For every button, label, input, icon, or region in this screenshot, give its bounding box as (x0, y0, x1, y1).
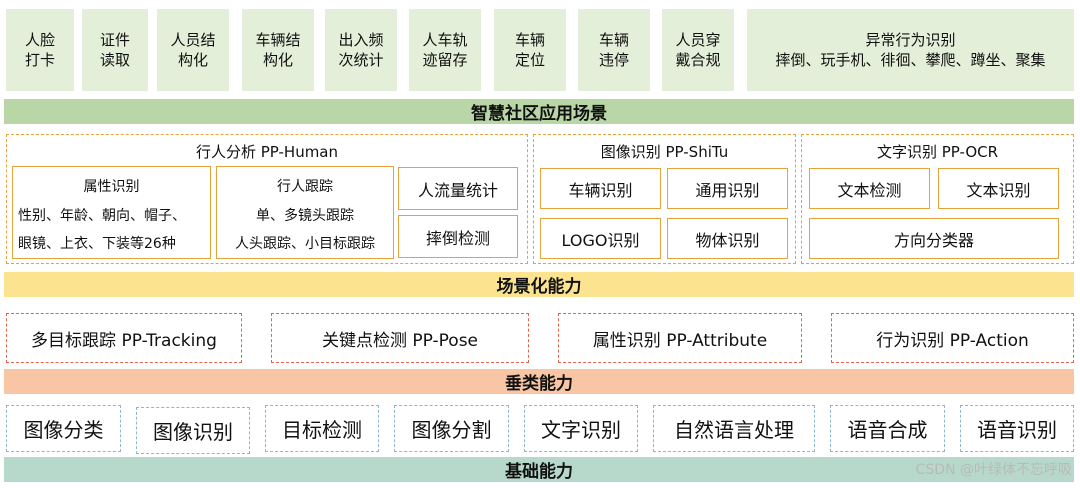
band-smart-community: 智慧社区应用场景 (4, 99, 1074, 124)
base-object-detection: 目标检测 (265, 405, 379, 452)
general-recog-box: 通用识别 (667, 168, 788, 209)
scenario-tile-trajectory: 人车轨 迹留存 (409, 9, 481, 91)
scenario-tile-entry-frequency: 出入频 次统计 (325, 9, 397, 91)
track-box (216, 166, 394, 259)
pp-attribute-box: 属性识别 PP-Attribute (558, 313, 802, 363)
pp-shitu-title: 图像识别 PP-ShiTu (600, 142, 729, 161)
object-recog-box: 物体识别 (667, 218, 788, 259)
track-title: 行人跟踪 (277, 179, 333, 195)
track-line-1: 单、多镜头跟踪 (256, 208, 354, 224)
vehicle-recog-box: 车辆识别 (540, 168, 661, 209)
scenario-tile-illegal-parking: 车辆 违停 (578, 9, 650, 91)
scenario-tile-vehicle-structuring: 车辆结 构化 (242, 9, 314, 91)
pp-action-box: 行为识别 PP-Action (831, 313, 1074, 363)
scenario-tile-person-structuring: 人员结 构化 (157, 9, 229, 91)
band-vertical-capability: 垂类能力 (4, 369, 1074, 394)
base-nlp: 自然语言处理 (653, 405, 815, 452)
attr-title: 属性识别 (83, 179, 140, 195)
pp-human-title: 行人分析 PP-Human (195, 142, 339, 161)
base-image-segmentation: 图像分割 (394, 405, 509, 452)
fall-detect-box: 摔倒检测 (398, 215, 518, 258)
scenario-tile-face-checkin: 人脸 打卡 (6, 9, 74, 91)
group-pp-ocr (801, 134, 1074, 264)
base-speech-synthesis: 语音合成 (830, 405, 945, 452)
scenario-tile-abnormal-behavior: 异常行为识别 摔倒、玩手机、徘徊、攀爬、蹲坐、聚集 (747, 9, 1074, 91)
scenario-tile-id-reading: 证件 读取 (82, 9, 148, 91)
text-recog-box: 文本识别 (938, 168, 1059, 209)
base-image-classification: 图像分类 (6, 405, 121, 452)
abnormal-items: 摔倒、玩手机、徘徊、攀爬、蹲坐、聚集 (775, 51, 1046, 69)
pp-pose-box: 关键点检测 PP-Pose (271, 313, 529, 363)
logo-recog-box: LOGO识别 (540, 218, 661, 259)
band-scene-capability: 场景化能力 (4, 272, 1074, 297)
text-detect-box: 文本检测 (809, 168, 930, 209)
group-pp-human (6, 134, 528, 264)
group-pp-shitu (533, 134, 796, 264)
base-speech-recognition: 语音识别 (960, 405, 1074, 452)
direction-classifier-box: 方向分类器 (809, 218, 1059, 259)
attr-line-1: 性别、年龄、朝向、帽子、 (18, 208, 186, 224)
pp-ocr-title: 文字识别 PP-OCR (876, 142, 999, 161)
base-text-recognition: 文字识别 (524, 405, 638, 452)
watermark: CSDN @叶绿体不忘呼吸 (915, 462, 1072, 478)
abnormal-title: 异常行为识别 (865, 31, 956, 49)
attr-box (12, 166, 211, 259)
base-image-recognition: 图像识别 (136, 407, 250, 454)
scenario-tile-vehicle-location: 车辆 定位 (494, 9, 566, 91)
pp-tracking-box: 多目标跟踪 PP-Tracking (6, 313, 242, 363)
band-base-capability: 基础能力 (4, 457, 1074, 482)
flow-count-box: 人流量统计 (398, 167, 518, 210)
track-line-2: 人头跟踪、小目标跟踪 (235, 236, 375, 252)
attr-line-2: 眼镜、上衣、下装等26种 (18, 236, 176, 252)
scenario-tile-dress-compliance: 人员穿 戴合规 (662, 9, 734, 91)
